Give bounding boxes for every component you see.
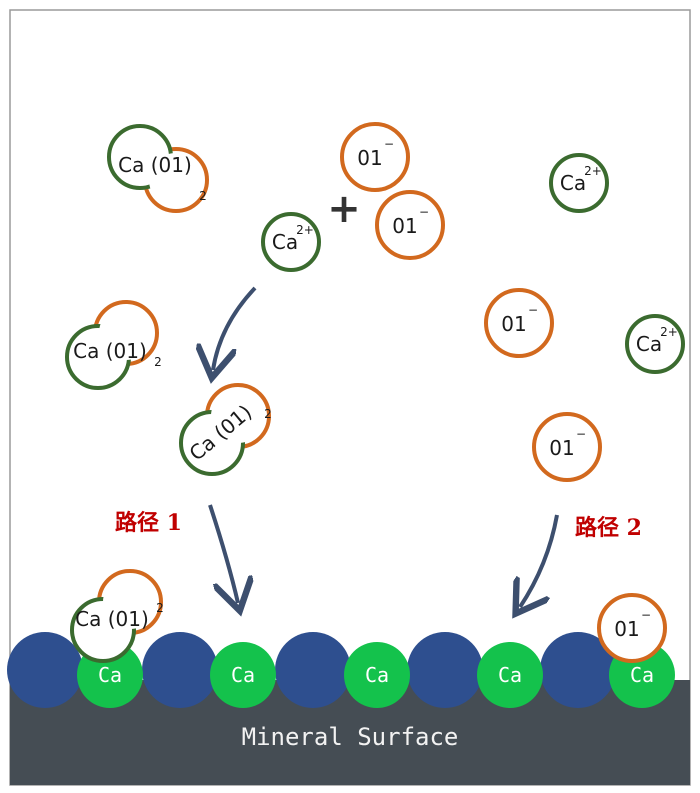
blue-atom (142, 632, 218, 708)
path-2-label: 路径 2 (575, 515, 642, 541)
svg-text:Ca: Ca (636, 332, 662, 356)
svg-text:2: 2 (154, 355, 162, 369)
green-ca-label: Ca (365, 663, 389, 687)
svg-text:2+: 2+ (296, 223, 314, 237)
svg-text:01: 01 (357, 146, 382, 170)
green-ca-atom (344, 642, 410, 708)
green-ca-label: Ca (98, 663, 122, 687)
svg-text:Ca: Ca (272, 230, 298, 254)
svg-text:2+: 2+ (584, 164, 602, 178)
svg-text:2+: 2+ (660, 325, 678, 339)
ca-ion: Ca 2+ (549, 153, 609, 213)
blue-atom (7, 632, 83, 708)
svg-text:−: − (528, 303, 538, 317)
green-ca-atom (210, 642, 276, 708)
svg-text:−: − (576, 427, 586, 441)
ligand-ion: 01 − (597, 593, 667, 663)
surface-label: Mineral Surface (242, 723, 459, 751)
svg-text:01: 01 (392, 214, 417, 238)
ca-ligand-complex: Ca (01) 2 (107, 124, 209, 213)
blue-atom (540, 632, 616, 708)
svg-text:−: − (419, 205, 429, 219)
ligand-ion: 01 − (484, 288, 554, 358)
surface-blue-atoms (7, 632, 616, 708)
svg-text:−: − (641, 608, 651, 622)
svg-text:2: 2 (156, 601, 164, 615)
ca-ion: Ca 2+ (261, 212, 321, 272)
svg-text:2: 2 (264, 407, 272, 421)
path-1-label: 路径 1 (115, 510, 182, 536)
green-ca-label: Ca (498, 663, 522, 687)
surface-ca-atoms: Ca Ca Ca Ca Ca (77, 642, 675, 708)
svg-text:Ca (01): Ca (01) (75, 607, 149, 631)
ca-ion: Ca 2+ (625, 314, 685, 374)
plus-sign: + (327, 186, 361, 232)
ca-ligand-complex: Ca (01) 2 (65, 300, 162, 390)
svg-text:01: 01 (501, 312, 526, 336)
svg-text:Ca (01): Ca (01) (73, 339, 147, 363)
blue-atom (407, 632, 483, 708)
green-ca-label: Ca (231, 663, 255, 687)
ca-ligand-complex: Ca (01) 2 (70, 569, 164, 663)
arrow-to-complex (213, 286, 257, 370)
svg-text:Ca: Ca (560, 171, 586, 195)
svg-text:01: 01 (614, 617, 639, 641)
blue-atom (275, 632, 351, 708)
svg-text:Ca (01): Ca (01) (118, 153, 192, 177)
ligand-ion: 01 − (375, 190, 445, 260)
green-ca-label: Ca (630, 663, 654, 687)
ligand-ion: 01 − (532, 412, 602, 482)
arrow-path-2 (520, 514, 559, 607)
svg-text:−: − (384, 137, 394, 151)
ligand-ion: 01 − (340, 122, 410, 192)
green-ca-atom (477, 642, 543, 708)
arrow-path-1 (208, 504, 238, 603)
svg-text:2: 2 (199, 189, 207, 203)
svg-text:01: 01 (549, 436, 574, 460)
